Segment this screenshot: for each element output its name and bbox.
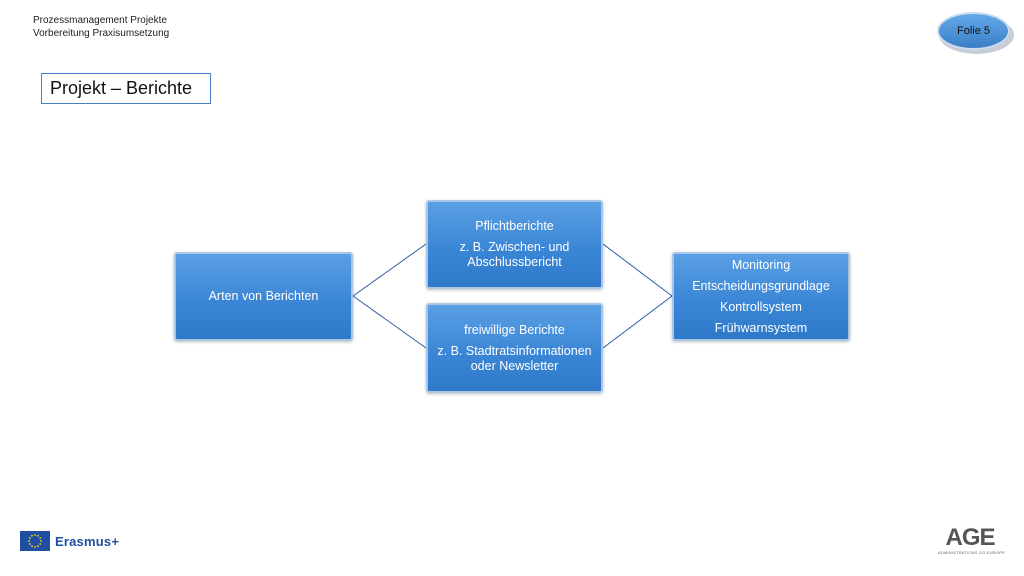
mandatory-reports-title: Pflichtberichte xyxy=(475,219,554,233)
erasmus-label: Erasmus+ xyxy=(55,533,120,549)
purpose-control-system: Kontrollsystem xyxy=(720,299,802,314)
slide-title: Projekt – Berichte xyxy=(41,73,211,104)
node-mandatory-reports: Pflichtberichte z. B. Zwischen- und Absc… xyxy=(426,200,603,289)
node-report-types-label: Arten von Berichten xyxy=(208,289,319,303)
purpose-decision-basis: Entscheidungsgrundlage xyxy=(692,278,830,293)
purpose-monitoring: Monitoring xyxy=(731,257,791,272)
connector-freiwillig-purposes xyxy=(602,295,673,349)
header-module: Vorbereitung Praxisumsetzung xyxy=(33,28,170,39)
mandatory-reports-example-2: Abschlussbericht xyxy=(467,255,562,269)
voluntary-reports-example-1: z. B. Stadtratsinformationen xyxy=(437,343,592,358)
connector-root-pflicht xyxy=(352,243,427,297)
slide-number-badge: Folie 5 xyxy=(937,12,1014,54)
mandatory-reports-example-1: z. B. Zwischen- und xyxy=(459,240,570,254)
node-voluntary-reports: freiwillige Berichte z. B. Stadtratsinfo… xyxy=(426,303,603,393)
purpose-early-warning: Frühwarnsystem xyxy=(714,320,808,335)
erasmus-logo: Erasmus+ xyxy=(20,531,119,551)
node-report-types: Arten von Berichten xyxy=(174,252,353,341)
voluntary-reports-example-2: oder Newsletter xyxy=(470,358,559,373)
age-logo: AGE ADMINISTRATIONS GO EUROPE xyxy=(938,524,1005,562)
slide-header: Prozessmanagement Projekte Vorbereitung … xyxy=(33,14,169,40)
slide-number: Folie 5 xyxy=(937,12,1010,50)
connector-root-freiwillig xyxy=(352,295,427,349)
connector-pflicht-purposes xyxy=(602,243,673,297)
header-course: Prozessmanagement Projekte xyxy=(33,15,167,26)
voluntary-reports-title: freiwillige Berichte xyxy=(464,322,565,337)
age-logo-subtitle: ADMINISTRATIONS GO EUROPE xyxy=(938,550,1005,555)
age-logo-word: AGE xyxy=(945,524,995,551)
node-report-purposes: Monitoring Entscheidungsgrundlage Kontro… xyxy=(672,252,850,341)
eu-flag-icon xyxy=(20,531,50,551)
